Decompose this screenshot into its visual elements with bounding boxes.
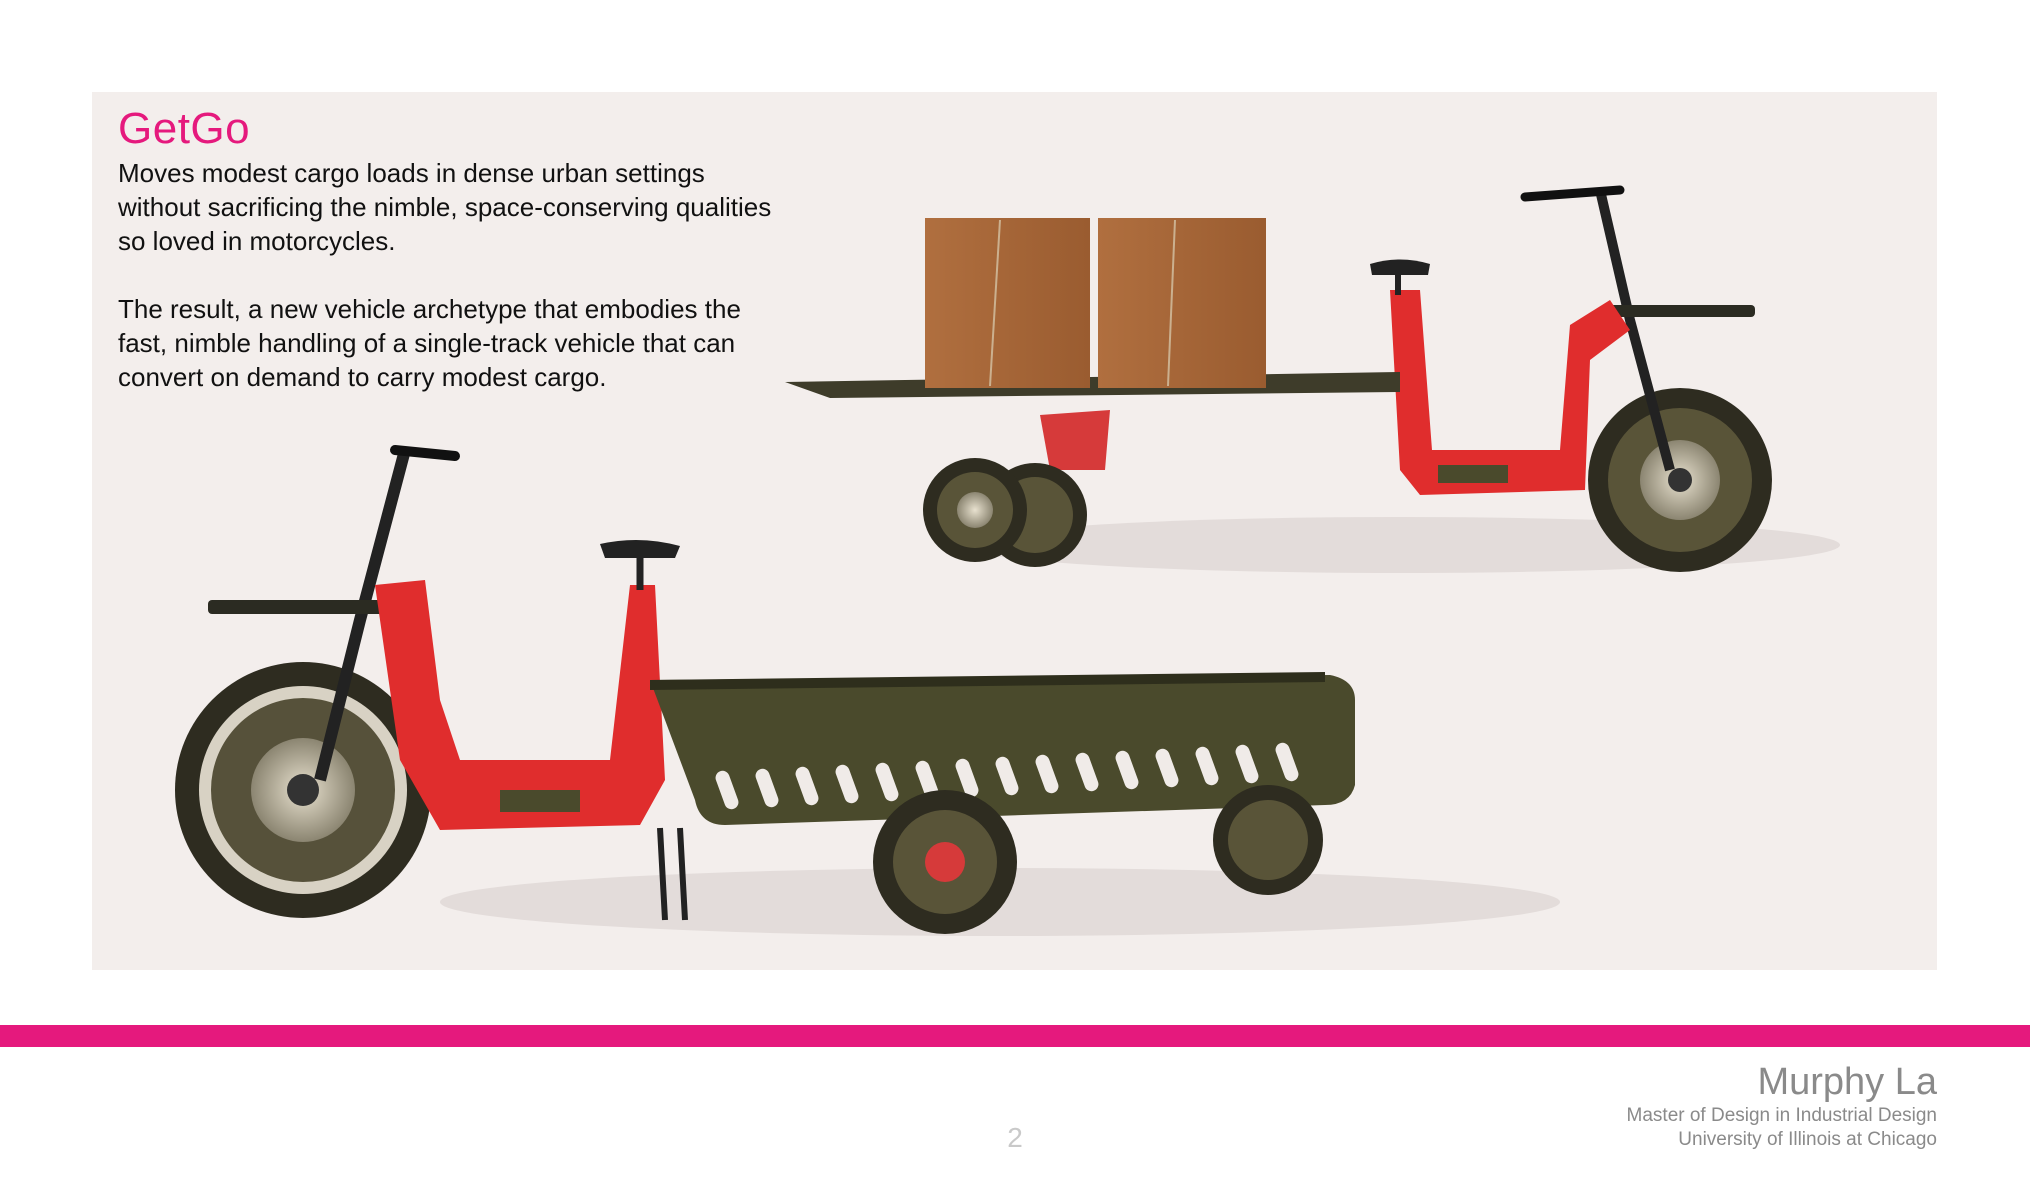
red-frame (1390, 290, 1630, 495)
author-block: Murphy La Master of Design in Industrial… (1627, 1060, 1937, 1152)
slide-title: GetGo (118, 104, 251, 153)
tray-wheels (873, 785, 1323, 934)
front-wheel (1588, 388, 1772, 572)
page-number: 2 (1007, 1122, 1023, 1153)
program-name: Master of Design in Industrial Design (1626, 1105, 1937, 1126)
handlebar (1520, 185, 1625, 202)
cargo-box (925, 218, 1090, 388)
description: Moves modest cargo loads in dense urban … (118, 156, 778, 428)
cargo-tray (650, 675, 1355, 825)
flatbed (785, 372, 1400, 398)
front-rack (1605, 305, 1755, 317)
rear-wheels (923, 458, 1087, 567)
flatbed-vehicle (785, 185, 1840, 573)
red-frame (375, 580, 665, 830)
seat (1370, 259, 1430, 275)
front-rack (208, 600, 398, 614)
author-name: Murphy La (1757, 1061, 1937, 1103)
handlebar (390, 445, 460, 461)
school-name: University of Illinois at Chicago (1678, 1129, 1937, 1150)
seat (600, 539, 680, 558)
kickstand (657, 827, 688, 921)
tray-slots (715, 742, 1299, 810)
rear-linkage (1040, 410, 1110, 470)
accent-band (0, 1025, 2030, 1047)
description-paragraph: The result, a new vehicle archetype that… (118, 294, 741, 392)
cargo-tray-vehicle (175, 445, 1560, 936)
cargo-box (1098, 218, 1266, 388)
description-paragraph: Moves modest cargo loads in dense urban … (118, 158, 772, 256)
